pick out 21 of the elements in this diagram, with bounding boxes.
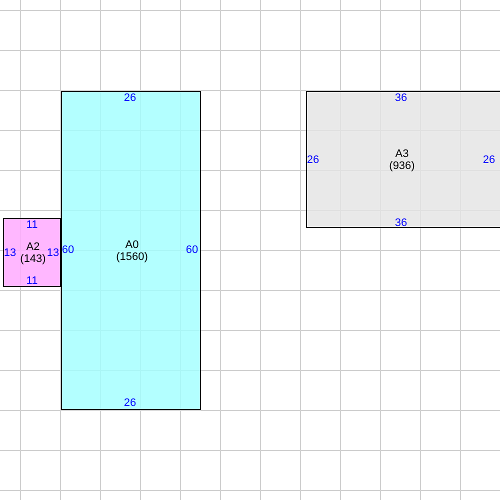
dimension-label: 26 (124, 92, 136, 104)
room-rectangle (3, 218, 61, 287)
dimension-label: 36 (394, 92, 408, 104)
room-area: (143) (20, 253, 46, 265)
room-name: A2 (26, 241, 40, 253)
dimension-label: 11 (26, 275, 38, 287)
room-name: A3 (395, 148, 409, 160)
room-area: (1560) (116, 251, 148, 263)
dimension-label: 26 (306, 154, 320, 166)
dimension-label: 13 (46, 247, 60, 259)
dimension-label: 26 (124, 397, 136, 409)
dimension-label: 13 (4, 247, 16, 259)
room-rectangle (61, 91, 201, 410)
dimension-label: 26 (482, 154, 496, 166)
room-name: A0 (125, 239, 139, 251)
dimension-label: 60 (186, 244, 198, 256)
dimension-label: 11 (26, 219, 38, 231)
dimension-label: 60 (62, 244, 74, 256)
room-area: (936) (389, 160, 415, 172)
dimension-label: 36 (394, 217, 408, 229)
room-rectangle (306, 91, 500, 228)
